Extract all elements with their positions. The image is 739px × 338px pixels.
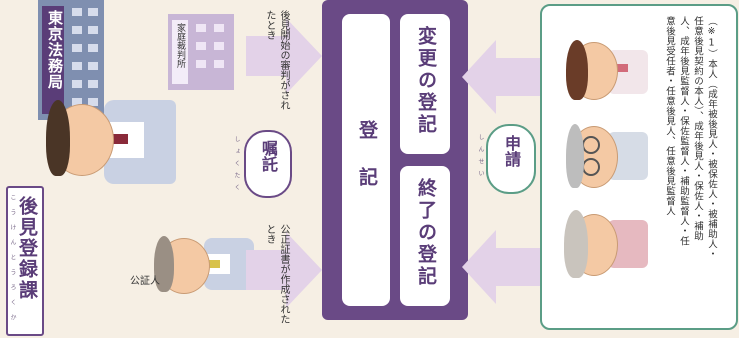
legal-bureau-building: 東京法務局 <box>38 0 104 120</box>
applicant-note-line: 人、成年後見監督人・保佐監督人・補助監督人・任 <box>678 16 689 246</box>
registry-main-panel: 登記 <box>342 14 390 306</box>
application-ruby: しんせい <box>477 134 484 182</box>
registry-header: 登記 <box>356 120 378 214</box>
page-title: 後見登録課 <box>16 196 38 301</box>
applicant-to-change-arrow <box>462 40 542 114</box>
application-label: 申請 <box>502 135 521 167</box>
court-trigger-text: 後見開始の審判がされたとき <box>264 10 289 110</box>
change-registration-label: 変更の登記 <box>415 26 437 136</box>
applicant-note-line: 任意後見契約の本人）、成年後見人・保佐人・補助 <box>692 16 703 242</box>
notary-label: 公証人 <box>130 276 160 287</box>
family-court-label: 家庭裁判所 <box>175 23 185 68</box>
legal-bureau-label-box: 東京法務局 <box>42 6 64 114</box>
family-court-building: 家庭裁判所 <box>168 14 234 90</box>
commission-ruby: しょくたく <box>233 136 240 196</box>
commission-label: 嘱託 <box>259 140 278 172</box>
applicant-figure-young <box>558 36 648 106</box>
notary-to-registry-arrow <box>246 232 322 308</box>
applicant-figure-elder-glasses <box>558 118 648 198</box>
change-registration-panel: 変更の登記 <box>400 14 450 154</box>
applicant-note: （※1）本人（成年被後見人・被保佐人・被補助人・ 任意後見契約の本人）、成年後見… <box>662 16 718 318</box>
court-to-registry-arrow <box>246 18 322 94</box>
title-box: 後見登録課 <box>6 186 44 336</box>
applicant-note-line: 意後見受任者・任意後見人、任意後見監督人 <box>664 16 675 216</box>
notary-trigger-text: 公正証書が作成されたとき <box>264 224 289 324</box>
application-badge: 申請 <box>486 124 536 194</box>
applicant-to-end-arrow <box>462 230 542 304</box>
applicant-note-line: （※1）本人（成年被後見人・被保佐人・被補助人・ <box>706 16 717 259</box>
notary-figure <box>150 230 260 326</box>
end-registration-label: 終了の登記 <box>415 178 437 288</box>
title-ruby: こうけんとうろくか <box>9 194 16 329</box>
legal-bureau-label: 東京法務局 <box>46 10 64 90</box>
end-registration-panel: 終了の登記 <box>400 166 450 306</box>
commission-badge: 嘱託 <box>244 130 292 198</box>
family-court-label-box: 家庭裁判所 <box>172 20 188 84</box>
bureau-staff-figure <box>42 92 182 192</box>
applicant-figure-elder-woman <box>558 206 648 286</box>
